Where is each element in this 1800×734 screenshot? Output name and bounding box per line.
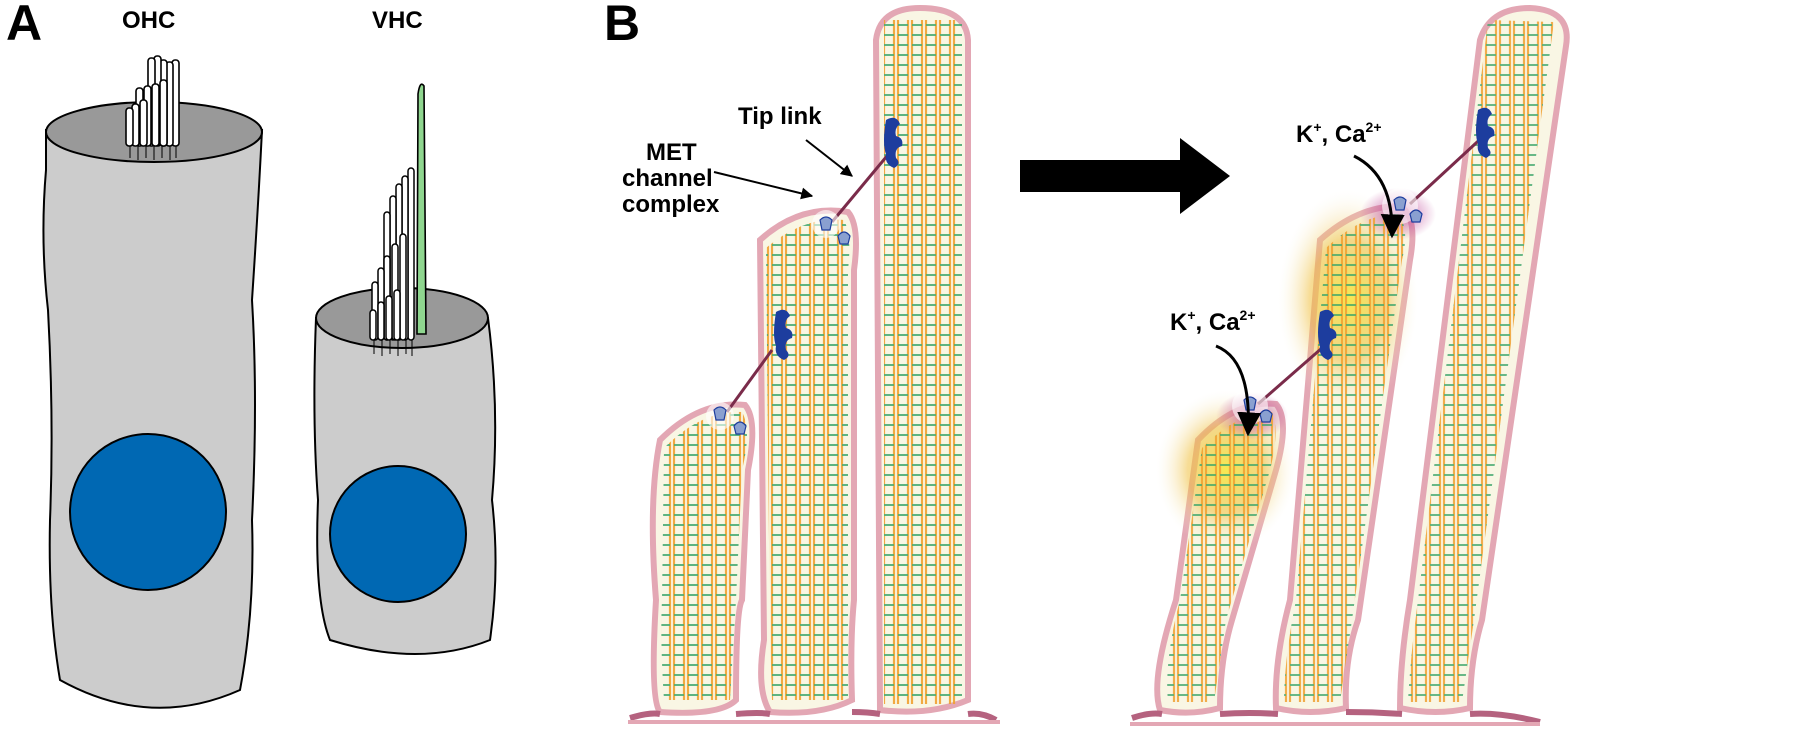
ohc-hair-bundle: [125, 55, 180, 147]
met-label-line2: channel: [622, 165, 713, 192]
ion-label-upper: K+, Ca2+: [1296, 119, 1382, 148]
ion-influx-arrow-upper: [1353, 154, 1405, 239]
lower-anchor-deflected: [1318, 309, 1337, 360]
ion-label-lower: K+, Ca2+: [1170, 307, 1256, 336]
upper-anchor-deflected: [1476, 107, 1495, 158]
lower-anchor-resting: [774, 309, 793, 360]
ohc-rootlets: [129, 146, 177, 160]
ion-influx-arrow-lower: [1215, 344, 1262, 437]
vhc-rootlets: [373, 340, 413, 356]
met-label-line1: MET: [646, 139, 697, 166]
base-membrane-deflected: [1131, 709, 1541, 725]
stereocilium-tall-resting: [872, 4, 971, 715]
tip-link-lower-resting: [725, 349, 774, 413]
panel-b-letter: B: [604, 0, 640, 51]
ohc-label: OHC: [122, 7, 175, 34]
panel-a-letter: A: [6, 0, 42, 51]
kinocilium: [416, 83, 427, 335]
vhc-hair-bundle: [369, 167, 415, 341]
ohc-cell: [42, 55, 264, 709]
stereocilium-short-resting: [649, 401, 756, 716]
met-channel-upper-resting: [812, 210, 851, 245]
met-pointer: [713, 171, 814, 200]
stereocilium-middle-resting: [756, 207, 859, 716]
vhc-cell: [313, 83, 497, 655]
tip-link-upper-deflected: [1408, 130, 1490, 206]
tip-link-label: Tip link: [738, 103, 822, 130]
ohc-nucleus: [69, 433, 227, 591]
tip-link-lower-deflected: [1257, 346, 1323, 406]
vhc-nucleus: [329, 465, 467, 603]
deflected-bundle: K+, Ca2+ K+, Ca2+: [1130, 4, 1570, 726]
transition-arrow: [1020, 138, 1230, 214]
base-membrane-resting: [629, 709, 998, 723]
vhc-label: VHC: [372, 7, 423, 34]
upper-anchor-resting: [884, 117, 903, 168]
tip-link-upper-resting: [830, 149, 894, 223]
stereocilium-tall-deflected: [1396, 4, 1570, 715]
met-label-line3: complex: [622, 191, 720, 218]
met-channel-lower-deflected: [1232, 388, 1273, 424]
resting-bundle: Tip link MET channel complex: [622, 4, 1000, 724]
tip-link-pointer: [805, 139, 853, 177]
met-channel-lower-resting: [706, 402, 747, 435]
ohc-cell-body: [42, 129, 264, 709]
